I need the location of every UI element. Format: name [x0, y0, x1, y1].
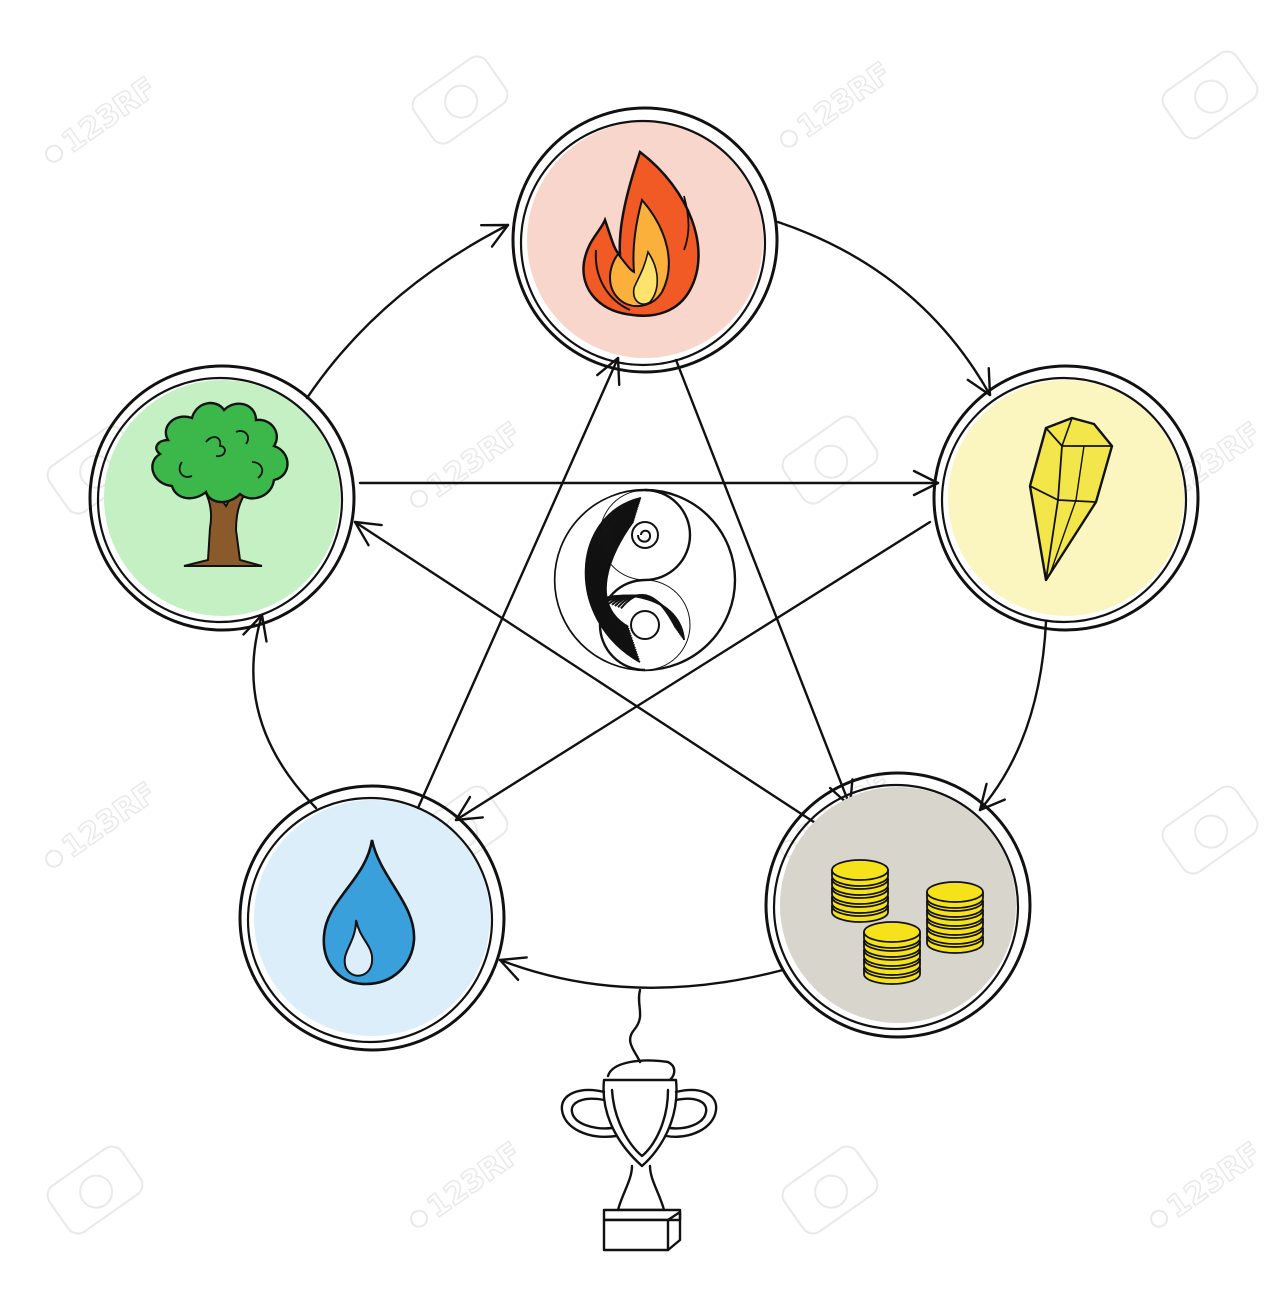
watermark-text: 123RF	[791, 56, 898, 146]
watermark-logo: 123RF	[403, 416, 528, 518]
coin-stack	[832, 860, 888, 922]
arrow-water-to-wood	[253, 615, 316, 808]
trophy-icon	[562, 990, 716, 1250]
node-fire	[513, 108, 777, 372]
watermark-logo: 123RF	[38, 776, 163, 878]
camera-icon	[778, 412, 882, 508]
arrow-metal-to-earth	[980, 622, 1046, 810]
watermark-logo: 123RF	[1143, 1136, 1268, 1238]
camera-icon	[43, 1142, 147, 1238]
camera-icon	[1158, 47, 1262, 143]
camera-icon	[408, 52, 512, 148]
watermark-logo: 123RF	[38, 71, 163, 173]
camera-icon	[778, 1142, 882, 1238]
arrow-fire-to-metal	[778, 222, 990, 395]
node-water	[240, 786, 504, 1050]
watermark-text: 123RF	[56, 776, 163, 866]
arrow-earth-to-water	[500, 960, 783, 988]
yin-yang-icon	[555, 490, 735, 670]
watermark-text: 123RF	[421, 1136, 528, 1226]
node-earth	[766, 773, 1030, 1037]
node-wood	[90, 366, 354, 630]
watermark-logo: 123RF	[773, 56, 898, 158]
watermark-text: 123RF	[56, 71, 163, 161]
coin-stack	[864, 922, 920, 984]
watermark-logo: 123RF	[403, 1136, 528, 1238]
camera-icon	[1158, 782, 1262, 878]
watermark-text: 123RF	[1161, 1136, 1268, 1226]
watermark-text: 123RF	[421, 416, 528, 506]
node-metal	[934, 366, 1198, 630]
arrow-wood-to-fire	[307, 225, 508, 398]
coin-stack	[927, 882, 983, 953]
